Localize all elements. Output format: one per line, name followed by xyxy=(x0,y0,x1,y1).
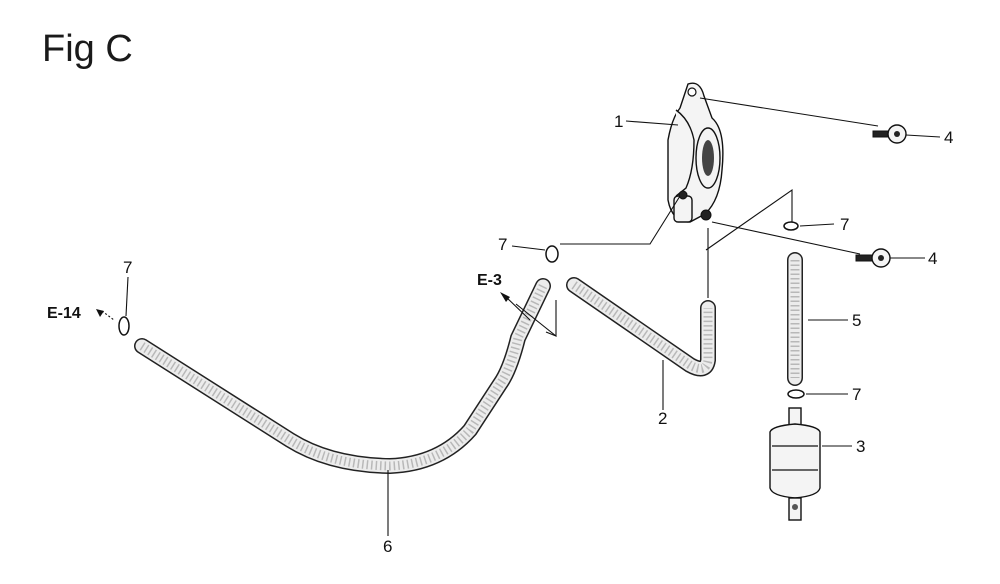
label-4-lower: 4 xyxy=(928,249,937,268)
arrow-e3-line xyxy=(505,296,531,321)
fuel-filter xyxy=(769,407,821,521)
hose-6 xyxy=(134,278,551,474)
label-4-upper: 4 xyxy=(944,128,953,147)
label-7-mid-left: 7 xyxy=(498,235,507,254)
screw-lower xyxy=(855,248,891,268)
hose-2 xyxy=(566,277,716,377)
ref-e3: E-3 xyxy=(477,272,502,289)
arrow-e14 xyxy=(96,309,104,317)
label-1: 1 xyxy=(614,112,623,131)
label-7-lower-right: 7 xyxy=(852,385,861,404)
ref-e14: E-14 xyxy=(47,305,81,322)
arrow-e3 xyxy=(500,292,510,302)
clip-upper-right xyxy=(783,221,799,231)
fuel-pump xyxy=(667,82,724,223)
label-2: 2 xyxy=(658,409,667,428)
label-3: 3 xyxy=(856,437,865,456)
clip-lower-right xyxy=(787,389,805,399)
label-7-upper-right: 7 xyxy=(840,215,849,234)
figure-title: Fig C xyxy=(42,28,133,70)
leader-lines xyxy=(101,97,941,536)
clip-mid-left xyxy=(545,245,559,263)
label-5: 5 xyxy=(852,311,861,330)
label-7-far-left: 7 xyxy=(123,258,132,277)
clip-far-left xyxy=(118,316,130,336)
screw-upper xyxy=(872,124,907,144)
label-6: 6 xyxy=(383,537,392,556)
